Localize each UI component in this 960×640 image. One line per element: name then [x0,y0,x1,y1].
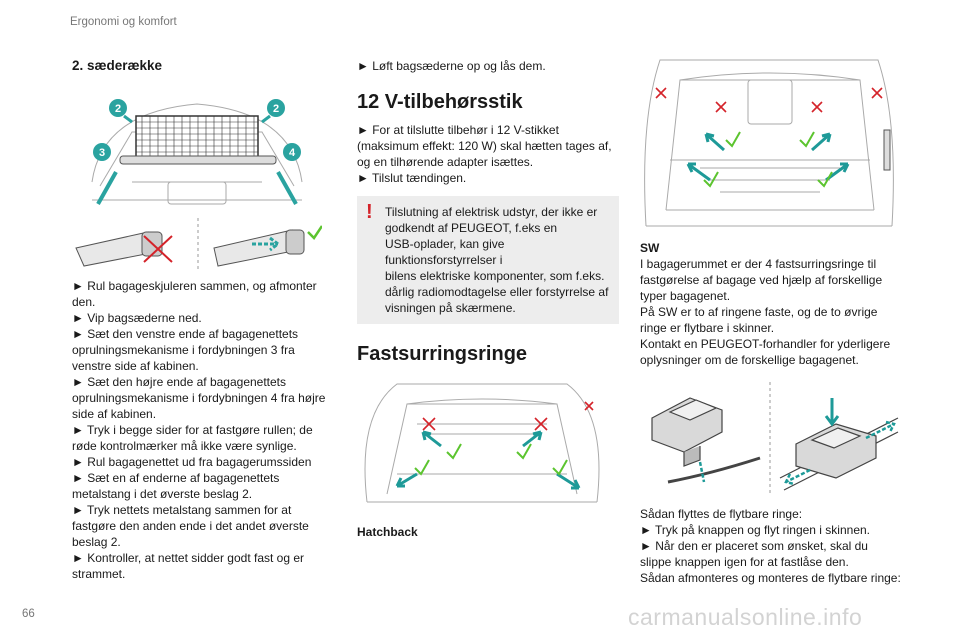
instruction-line: fastgøre den anden ende i det andet øver… [72,519,309,533]
warning-line: bilens elektriske komponenter, som f.eks… [385,269,605,283]
net-instructions: ► Rul bagageskjuleren sammen, og afmonte… [72,278,332,582]
warning-box: ! Tilslutning af elektrisk udstyr, der i… [357,196,619,324]
description-line: På SW er to af ringene faste, og de to ø… [640,305,878,319]
running-header: Ergonomi og komfort [70,16,177,28]
12v-instructions: ► For at tilslutte tilbehør i 12 V-stikk… [357,122,619,186]
column-net-installation: 2. sæderække 2 2 3 4 [72,58,332,582]
instruction-line: ► Rul bagageskjuleren sammen, og afmonte… [72,279,317,293]
instruction-line: ► Kontroller, at nettet sidder godt fast… [72,551,305,565]
warning-line: dårlig radiomodtagelse eller forstyrrels… [385,285,609,299]
warning-icon: ! [366,201,373,223]
caption-hatchback: Hatchback [357,525,418,539]
rings-description: I bagagerummet er der 4 fastsurringsring… [640,256,902,368]
caption-sw: SW [640,241,660,255]
instruction-line: ► Når den er placeret som ønsket, skal d… [640,539,868,553]
instruction-line: og en tilhørende adapter isættes. [357,155,534,169]
marker-4: 4 [289,147,296,159]
instruction-line: slippe knappen igen for at fastlåse den. [640,555,849,569]
description-line: I bagagerummet er der 4 fastsurringsring… [640,257,877,271]
instruction-line: ► Vip bagsæderne ned. [72,311,202,325]
instruction-line: strammet. [72,567,126,581]
description-line: typer bagagenet. [640,289,731,303]
instruction-line: ► Sæt den højre ende af bagagenettets [72,375,287,389]
ring-move-instructions: Sådan flyttes de flytbare ringe: ► Tryk … [640,506,902,586]
instruction-line: ► Tryk i begge sider for at fastgøre rul… [72,423,313,437]
instruction-line: oprulningsmekanisme i fordybningen 3 fra [72,343,295,357]
instruction-line: venstre side af kabinen. [72,359,199,373]
sw-trunk-illustration [644,59,894,227]
instruction-line: (maksimum effekt: 120 W) skal hætten tag… [357,139,612,153]
column-12v-and-rings: ► Løft bagsæderne op og lås dem. 12 V-ti… [357,58,619,540]
cargo-net-illustration: 2 2 3 4 [75,99,322,270]
instruction-line: ► For at tilslutte tilbehør i 12 V-stikk… [357,123,559,137]
warning-line: visningen på skærmene. [385,301,516,315]
section-heading-second-row: 2. sæderække [72,58,163,73]
movable-ring-illustration [651,382,899,494]
instruction-line: røde kontrolmærker må ikke være synlige. [72,439,297,453]
page-number: 66 [22,608,35,620]
instruction-line: ► Rul bagagenettet ud fra bagagerumsside… [72,455,312,469]
instruction-line: metalstang i det øverste beslag 2. [72,487,253,501]
instruction-line: ► Sæt den venstre ende af bagagenettets [72,327,299,341]
column-sw-rings: SW I bagagerummet er der 4 fastsurringsr… [640,40,902,586]
marker-3: 3 [99,147,105,159]
warning-line: USB-oplader, kan give funktionsforstyrre… [385,237,505,267]
instruction-line: ► Tilslut tændingen. [357,171,467,185]
section-heading-lashing-rings: Fastsurringsringe [357,343,528,365]
instruction-line: ► Tryk nettets metalstang sammen for at [72,503,292,517]
intro-line: ► Løft bagsæderne op og lås dem. [357,59,546,73]
description-line: ringe er flytbare i skinner. [640,321,775,335]
marker-2-left: 2 [115,103,121,115]
description-line: Kontakt en PEUGEOT-forhandler for yderli… [640,337,891,351]
marker-2-right: 2 [273,103,279,115]
warning-line: Tilslutning af elektrisk udstyr, der ikk… [385,205,598,219]
instruction-line: ► Sæt en af enderne af bagagenettets [72,471,280,485]
hatchback-trunk-illustration [364,383,600,503]
description-line: fastgørelse af bagage ved hjælp af forsk… [640,273,883,287]
section-heading-12v: 12 V-tilbehørsstik [357,91,523,113]
instruction-line: Sådan afmonteres og monteres de flytbare… [640,571,901,585]
instruction-line: ► Tryk på knappen og flyt ringen i skinn… [640,523,871,537]
instruction-line: Sådan flyttes de flytbare ringe: [640,507,803,521]
instruction-line: side af kabinen. [72,407,157,421]
watermark: carmanualsonline.info [628,604,863,630]
instruction-line: oprulningsmekanisme i fordybningen 4 fra… [72,391,326,405]
instruction-line: den. [72,295,96,309]
description-line: oplysninger om de forskellige bagagenet. [640,353,859,367]
warning-line: godkendt af PEUGEOT, f.eks en [385,221,558,235]
instruction-line: beslag 2. [72,535,121,549]
